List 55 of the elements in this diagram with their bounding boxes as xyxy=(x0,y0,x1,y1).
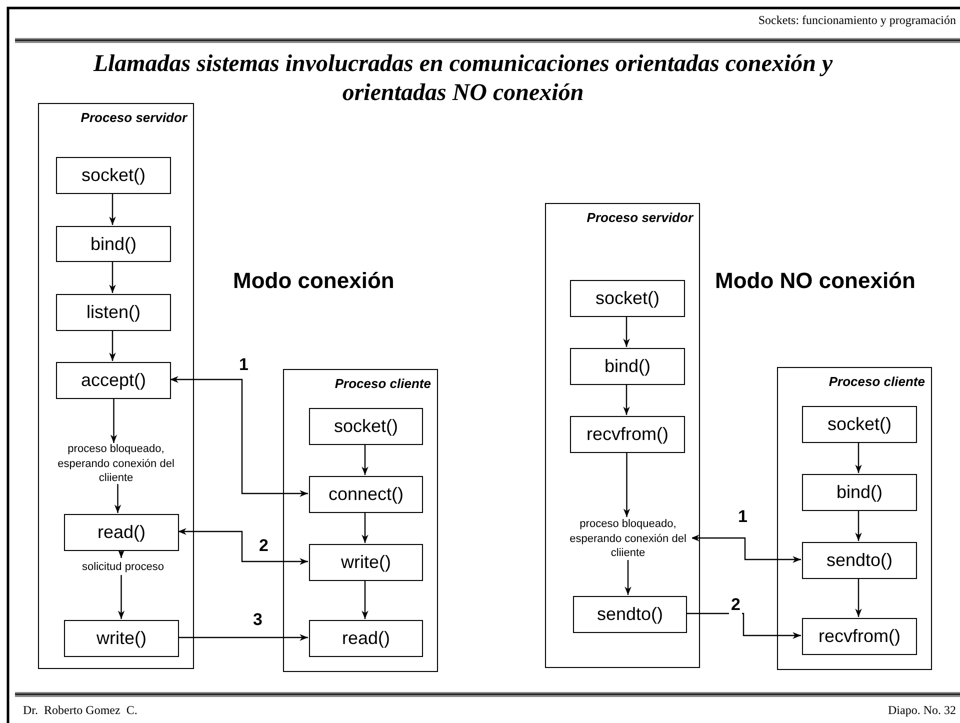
arrow xyxy=(624,559,632,595)
function-box: socket() xyxy=(802,406,917,443)
function-box: write() xyxy=(309,544,423,581)
function-box: bind() xyxy=(570,348,685,385)
function-box: socket() xyxy=(56,157,171,194)
header-text: Sockets: funcionamiento y programación xyxy=(758,13,956,28)
arrow xyxy=(362,444,368,475)
function-box: sendto() xyxy=(573,596,687,633)
edge-label: 2 xyxy=(729,596,742,615)
function-box: connect() xyxy=(309,476,423,513)
panel-heading: Proceso servidor xyxy=(586,210,693,225)
arrow xyxy=(691,534,801,563)
arrow xyxy=(686,612,801,639)
function-box: socket() xyxy=(309,408,423,445)
arrow xyxy=(109,261,116,293)
function-box: sendto() xyxy=(802,542,917,579)
arrow xyxy=(170,376,308,497)
arrow xyxy=(855,442,862,473)
arrow xyxy=(855,578,862,617)
function-box: socket() xyxy=(570,280,685,317)
slide-title: Llamadas sistemas involucradas en comunicaciones orientadas conexión y orientadas NO conexión xyxy=(92,50,834,108)
process-panel xyxy=(545,203,700,668)
function-box: accept() xyxy=(56,362,171,399)
arrow xyxy=(109,193,116,225)
function-box: bind() xyxy=(56,226,171,262)
function-box: recvfrom() xyxy=(802,618,917,655)
function-box: listen() xyxy=(56,294,171,331)
arrow xyxy=(118,574,125,619)
section-heading: Modo NO conexión xyxy=(715,268,916,294)
function-box: read() xyxy=(64,514,179,551)
section-heading: Modo conexión xyxy=(233,268,394,294)
arrow xyxy=(118,550,125,558)
arrow xyxy=(623,316,630,347)
arrow xyxy=(362,512,368,543)
function-box: bind() xyxy=(802,474,917,511)
panel-heading: Proceso cliente xyxy=(334,376,431,391)
arrow xyxy=(362,580,368,619)
arrow xyxy=(110,398,118,443)
process-panel xyxy=(777,367,932,670)
arrow xyxy=(178,634,308,641)
function-box: write() xyxy=(64,620,179,657)
process-panel xyxy=(38,103,194,669)
arrow xyxy=(623,384,630,415)
process-panel xyxy=(283,369,438,672)
slide-number: Diapo. No. 32 xyxy=(888,703,956,718)
function-box: recvfrom() xyxy=(570,416,685,453)
arrow xyxy=(623,452,630,517)
arrow xyxy=(178,528,308,565)
panel-heading: Proceso cliente xyxy=(828,374,925,389)
arrow xyxy=(109,330,116,361)
arrow xyxy=(855,510,862,541)
function-box: read() xyxy=(309,620,423,657)
arrow xyxy=(114,483,122,513)
panel-heading: Proceso servidor xyxy=(80,110,187,125)
author-text: Dr. Roberto Gomez C. xyxy=(23,703,138,718)
